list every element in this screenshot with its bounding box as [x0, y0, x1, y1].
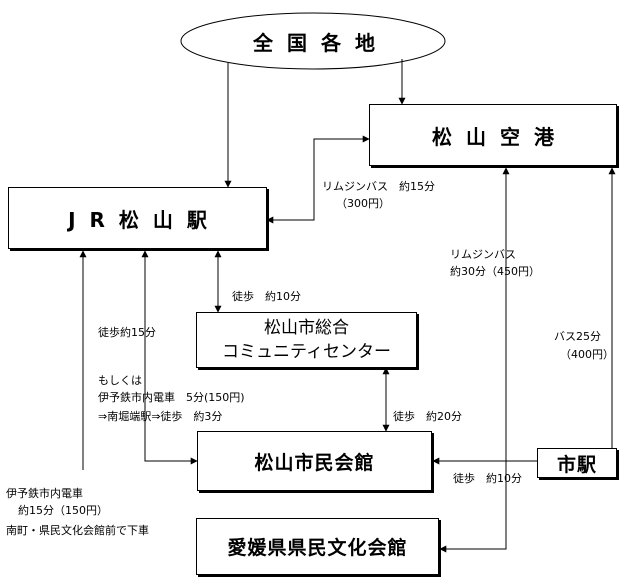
label-tram-pref-2: 約15分（150円） [18, 504, 108, 517]
label-walk-center: 徒歩 約10分 [232, 290, 301, 303]
label-walk-city-station: 徒歩 約10分 [453, 472, 522, 485]
community-center-label-1: 松山市総合 [264, 318, 349, 338]
community-center-node: 松山市総合 コミュニティセンター [196, 312, 417, 368]
label-limousine-civic-2: 約30分（450円） [450, 265, 540, 278]
origin-node: 全国各地 [199, 24, 429, 58]
arrow-jr-civic [141, 250, 198, 465]
label-limousine-civic-1: リムジンバス [450, 248, 516, 261]
label-tram-alt-1: もしくは [98, 374, 142, 387]
prefectural-hall-node: 愛媛県県民文化会館 [196, 518, 439, 575]
city-station-label: 市駅 [556, 453, 597, 476]
civic-hall-node: 松山市民会館 [197, 431, 432, 491]
airport-node: 松山空港 [369, 104, 617, 166]
prefectural-hall-label: 愛媛県県民文化会館 [227, 537, 408, 559]
label-tram-alt-2: 伊予鉄市内電車 5分(150円) [98, 391, 245, 404]
airport-label: 松山空港 [432, 124, 568, 149]
label-walk-center-civic: 徒歩 約20分 [393, 410, 462, 423]
label-tram-pref-3: 南町・県民文化会館前で下車 [6, 524, 149, 537]
jr-station-label: JR松山駅 [68, 207, 221, 232]
origin-ellipse [180, 12, 446, 70]
arrow-airport-jr [266, 135, 370, 224]
origin-label: 全国各地 [253, 30, 389, 55]
label-tram-alt-3: ⇒南堀端駅⇒徒歩 約3分 [98, 410, 223, 423]
label-walk-civic-from-jr: 徒歩約15分 [98, 326, 156, 339]
arrow-airport-prefectural [439, 167, 510, 553]
civic-hall-label: 松山市民会館 [254, 451, 375, 474]
label-bus-airport-1: バス25分 [554, 330, 601, 343]
jr-station-node: JR松山駅 [8, 187, 267, 249]
city-station-node: 市駅 [537, 448, 617, 478]
label-bus-airport-2: （400円） [560, 348, 614, 361]
label-limousine-jr-2: （300円） [336, 197, 390, 210]
label-limousine-jr-1: リムジンバス 約15分 [322, 180, 435, 193]
label-tram-pref-1: 伊予鉄市内電車 [6, 487, 83, 500]
community-center-label-2: コミュニティセンター [222, 342, 391, 362]
